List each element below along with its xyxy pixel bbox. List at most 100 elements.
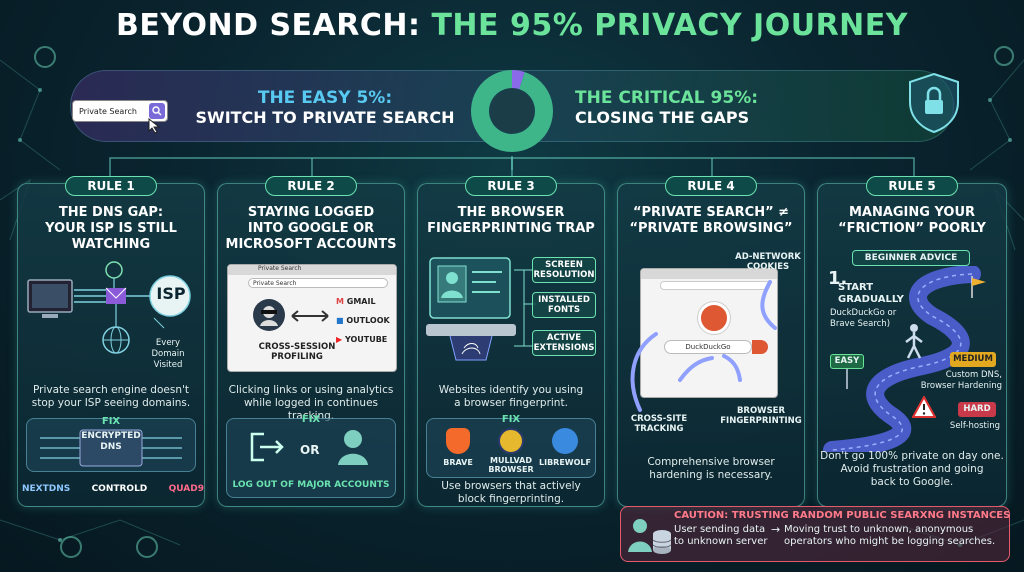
librewolf-icon xyxy=(552,428,578,454)
privacy-donut-chart xyxy=(471,70,553,152)
service-gmail-label: GMAIL xyxy=(346,297,376,306)
easy-five-title: THE EASY 5%: xyxy=(257,88,393,108)
service-gmail: M GMAIL xyxy=(336,292,390,311)
rule-card-5 xyxy=(817,183,1007,507)
duckduckgo-search-button xyxy=(752,340,768,354)
tag-line: INSTALLED xyxy=(538,295,590,305)
rule-4-title-line: “PRIVATE SEARCH” ≠ xyxy=(632,205,790,220)
duckduckgo-search-field: DuckDuckGo xyxy=(664,340,752,354)
service-youtube: ▶ YOUTUBE xyxy=(336,330,390,349)
user-icon xyxy=(338,430,368,465)
or-label: OR xyxy=(300,443,320,457)
rule-1-title: THE DNS GAP: YOUR ISP IS STILL WATCHING xyxy=(17,205,205,253)
rule-2-description: Clicking links or using analytics while … xyxy=(221,384,401,423)
rule-2-title-line: STAYING LOGGED xyxy=(247,205,375,220)
ad-network-line: COOKIES xyxy=(746,262,790,272)
fingerprinting-label: BROWSER FINGERPRINTING xyxy=(718,406,804,426)
rule-2-address-bar: Private Search xyxy=(248,278,388,288)
critical-95-subtitle: CLOSING THE GAPS xyxy=(575,108,750,127)
rule-1-title-line: THE DNS GAP: xyxy=(58,205,164,220)
rule-4-desc-line: hardening is necessary. xyxy=(649,469,773,481)
double-arrow-icon xyxy=(291,310,329,322)
rule-1-description: Private search engine doesn't stop your … xyxy=(21,384,201,410)
easy-signpost xyxy=(846,369,848,389)
step-one-title-line: START xyxy=(838,282,874,293)
cross-site-label: CROSS-SITE TRACKING xyxy=(624,414,694,434)
step-one-sub: DuckDuckGo or Brave Search) xyxy=(830,308,896,330)
donut-center xyxy=(490,89,534,133)
search-icon xyxy=(149,103,165,119)
dns-gap-diagram xyxy=(27,261,191,354)
tag-line: FONTS xyxy=(547,305,581,315)
encrypted-dns-text: ENCRYPTED DNS xyxy=(80,431,142,453)
service-outlook: ■ OUTLOOK xyxy=(336,311,390,330)
hard-badge: HARD xyxy=(958,402,996,417)
outlook-icon: ■ xyxy=(336,316,344,325)
warning-icon xyxy=(912,396,936,418)
rule-3-title: THE BROWSER FINGERPRINTING TRAP xyxy=(417,205,605,237)
critical-95-heading: THE CRITICAL 95%: CLOSING THE GAPS xyxy=(575,88,865,127)
rule-3-desc-line: a browser fingerprint. xyxy=(454,397,568,409)
rule-3-fix-text: Use browsers that actively block fingerp… xyxy=(421,480,601,506)
rule-1-title-line: YOUR ISP IS STILL xyxy=(45,221,177,236)
winding-road-path xyxy=(823,266,986,452)
rule-3-desc-line: Websites identify you using xyxy=(438,384,584,396)
rule-2-title-line: MICROSOFT ACCOUNTS xyxy=(225,237,397,252)
caution-left-text: User sending data to unknown server xyxy=(674,524,768,548)
caution-arrow-icon: → xyxy=(771,523,781,536)
every-domain-line: Every xyxy=(155,338,181,348)
step-one-sub-line: Brave Search) xyxy=(830,319,891,329)
rule-3-label: RULE 3 xyxy=(465,176,557,196)
rule-2-desc-line: Clicking links or using analytics xyxy=(228,384,394,396)
medium-sub-line: Custom DNS, xyxy=(945,370,1002,380)
rule-3-fix-line: block fingerprinting. xyxy=(457,493,565,505)
rule-2-title-line: INTO GOOGLE OR xyxy=(247,221,375,236)
shield-lock-icon xyxy=(909,72,959,134)
rule-1-desc-line: Private search engine doesn't xyxy=(33,384,189,396)
rule-3-title-line: FINGERPRINTING TRAP xyxy=(427,221,595,236)
donut-easy-slice xyxy=(511,70,525,90)
service-list: M GMAIL ■ OUTLOOK ▶ YOUTUBE xyxy=(336,292,390,349)
provider-quad9: QUAD9 xyxy=(168,484,204,494)
browser-name-librewolf: LIBREWOLF xyxy=(539,458,591,467)
rule-5-title-line: MANAGING YOUR xyxy=(848,205,976,220)
private-search-box: Private Search xyxy=(72,100,168,122)
donut-critical-slice xyxy=(471,70,553,152)
background-lock-icon xyxy=(34,46,56,68)
encrypted-dns-line: DNS xyxy=(100,442,122,452)
caution-right-line: Moving trust to unknown, anonymous xyxy=(784,524,974,535)
rule-3-description: Websites identify you using a browser fi… xyxy=(421,384,601,410)
rule-5-title: MANAGING YOUR “FRICTION” POORLY xyxy=(818,205,1006,237)
fingerprinting-line: BROWSER xyxy=(736,406,786,416)
ad-network-label: AD-NETWORK COOKIES xyxy=(730,252,806,272)
rule-2-browser-tab: Private Search xyxy=(258,265,302,272)
background-lock-icon xyxy=(136,536,158,558)
beginner-advice-badge: BEGINNER ADVICE xyxy=(852,250,970,266)
rule-1-title-line: WATCHING xyxy=(71,237,151,252)
rule-4-title-line: “PRIVATE BROWSING” xyxy=(629,221,793,236)
step-one: 1. xyxy=(828,268,847,289)
mullvad-line: MULLVAD xyxy=(489,456,533,465)
provider-nextdns: NEXTDNS xyxy=(22,484,71,494)
search-box-text: Private Search xyxy=(79,106,137,116)
page-title: BEYOND SEARCH: THE 95% PRIVACY JOURNEY xyxy=(0,8,1024,43)
medium-badge: MEDIUM xyxy=(950,352,996,367)
logout-icon xyxy=(250,432,284,462)
cross-session-line: PROFILING xyxy=(271,352,323,362)
logout-text: LOG OUT OF MAJOR ACCOUNTS xyxy=(232,480,390,490)
rule-2-fix-label: FIX xyxy=(301,414,321,425)
mullvad-line: BROWSER xyxy=(488,465,534,474)
medium-sub-line: Browser Hardening xyxy=(920,381,1002,391)
rule-3-title-line: THE BROWSER xyxy=(457,205,565,220)
easy-five-subtitle: SWITCH TO PRIVATE SEARCH xyxy=(195,108,455,127)
hard-sub: Self-hosting xyxy=(949,421,1000,431)
caution-left-line: to unknown server xyxy=(674,536,768,547)
fingerprint-id-diagram xyxy=(426,257,516,361)
duckduckgo-logo-icon xyxy=(698,302,730,334)
tag-line: ACTIVE xyxy=(546,333,582,343)
step-one-sub-line: DuckDuckGo or xyxy=(830,308,897,318)
rule-2-title: STAYING LOGGED INTO GOOGLE OR MICROSOFT … xyxy=(217,205,405,253)
